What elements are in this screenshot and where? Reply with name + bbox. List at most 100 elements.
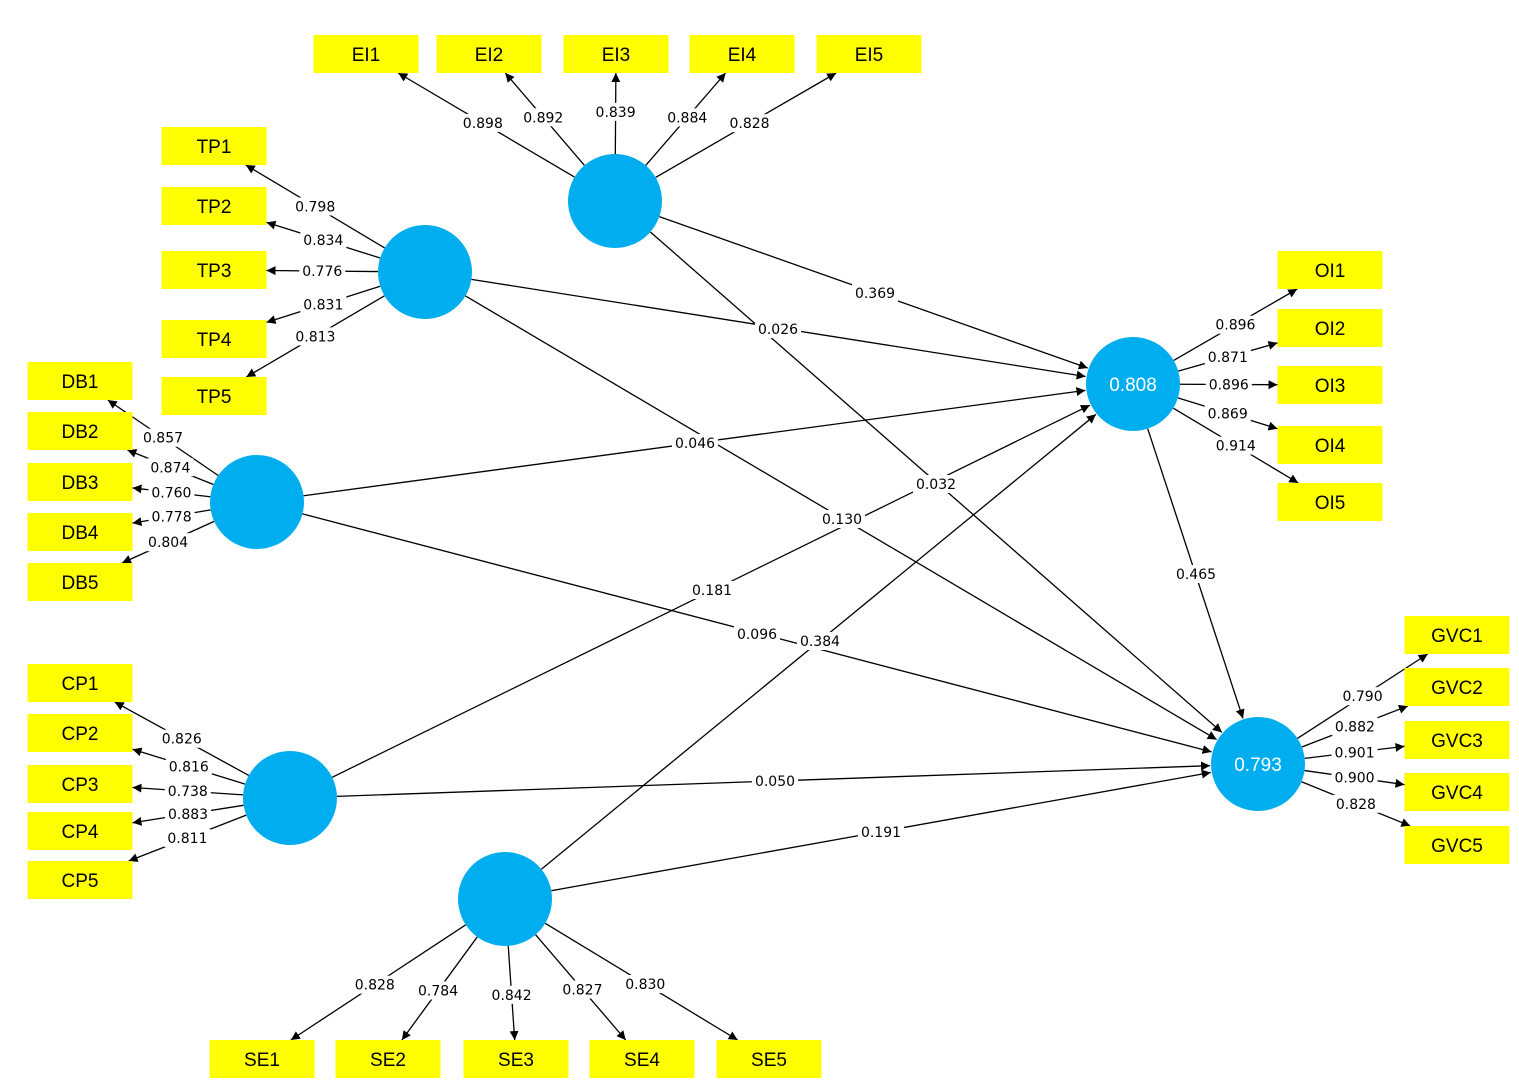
path-coef-oi-gvc: 0.465	[1176, 567, 1216, 583]
indicator-se2[interactable]: SE2	[335, 1040, 441, 1078]
loading-gvc5-bg	[1332, 794, 1379, 813]
indicator-db4[interactable]: DB4	[27, 513, 133, 551]
r-squared-value: 0.793	[1234, 755, 1282, 776]
path-coef-tp-oi: 0.026	[758, 322, 798, 338]
loading-gvc1-bg	[1339, 687, 1386, 706]
loading-oi3: 0.896	[1209, 377, 1249, 393]
edge-labels-layer: 0.3690.0320.0260.1300.0460.0960.1810.050…	[139, 102, 1386, 1004]
indicator-se4[interactable]: SE4	[589, 1040, 695, 1078]
loading-db5-bg	[145, 533, 192, 552]
indicator-label: SE1	[244, 1050, 280, 1071]
indicator-box	[161, 320, 267, 358]
loading-oi4-bg	[1204, 404, 1251, 423]
indicator-gvc5[interactable]: GVC5	[1404, 826, 1510, 864]
path-coef-se-gvc: 0.191	[861, 825, 901, 841]
loading-cp1: 0.826	[162, 732, 202, 748]
indicator-box	[161, 127, 267, 165]
loading-tp3: 0.776	[302, 264, 342, 280]
latent-se[interactable]	[458, 852, 552, 946]
indicator-oi1[interactable]: OI1	[1277, 251, 1383, 289]
loading-oi1: 0.896	[1215, 318, 1255, 334]
loading-oi2-bg	[1204, 348, 1251, 367]
loading-ei5-bg	[726, 114, 773, 133]
indicator-label: SE4	[624, 1050, 660, 1071]
loading-cp5-bg	[164, 829, 211, 848]
indicator-label: TP4	[197, 330, 232, 351]
indicator-cp4[interactable]: CP4	[27, 812, 133, 850]
indicator-label: CP2	[62, 724, 99, 745]
loading-oi1-bg	[1212, 315, 1259, 334]
latent-circle	[1086, 337, 1180, 431]
indicator-se5[interactable]: SE5	[716, 1040, 822, 1078]
indicator-tp1[interactable]: TP1	[161, 127, 267, 165]
indicator-ei4[interactable]: EI4	[689, 35, 795, 73]
indicator-gvc2[interactable]: GVC2	[1404, 668, 1510, 706]
indicator-box	[1277, 366, 1383, 404]
indicator-tp3[interactable]: TP3	[161, 251, 267, 289]
loading-ei5: 0.828	[729, 116, 769, 132]
indicator-ei5[interactable]: EI5	[816, 35, 922, 73]
indicator-oi5[interactable]: OI5	[1277, 483, 1383, 521]
latent-tp[interactable]	[378, 225, 472, 319]
indicator-label: SE3	[498, 1050, 534, 1071]
latent-oi[interactable]: 0.808	[1086, 337, 1180, 431]
indicator-oi4[interactable]: OI4	[1277, 426, 1383, 464]
loading-tp1-bg	[292, 197, 339, 216]
indicator-tp5[interactable]: TP5	[161, 377, 267, 415]
indicator-db5[interactable]: DB5	[27, 563, 133, 601]
indicator-oi3[interactable]: OI3	[1277, 366, 1383, 404]
indicator-db3[interactable]: DB3	[27, 463, 133, 501]
path-coef-tp-gvc-bg	[819, 510, 865, 528]
indicator-se3[interactable]: SE3	[463, 1040, 569, 1078]
indicator-cp1[interactable]: CP1	[27, 664, 133, 702]
loading-ei4: 0.884	[667, 110, 707, 126]
r-squared-value: 0.808	[1109, 375, 1157, 396]
indicator-gvc3[interactable]: GVC3	[1404, 721, 1510, 759]
loading-tp1: 0.798	[295, 199, 335, 215]
latent-gvc[interactable]: 0.793	[1211, 717, 1305, 811]
loading-gvc3: 0.901	[1335, 745, 1375, 761]
indicator-label: EI2	[475, 45, 504, 66]
indicator-tp2[interactable]: TP2	[161, 187, 267, 225]
latent-cp[interactable]	[243, 751, 337, 845]
loading-oi3-bg	[1205, 375, 1252, 394]
indicator-box	[27, 362, 133, 400]
loading-se4: 0.827	[562, 982, 602, 998]
loading-gvc4: 0.900	[1334, 771, 1374, 787]
indicator-box	[1277, 251, 1383, 289]
indicator-ei3[interactable]: EI3	[563, 35, 669, 73]
indicator-oi2[interactable]: OI2	[1277, 309, 1383, 347]
indicator-se1[interactable]: SE1	[209, 1040, 315, 1078]
indicator-db1[interactable]: DB1	[27, 362, 133, 400]
loading-se3-bg	[488, 985, 535, 1004]
loading-cp3-bg	[164, 782, 211, 801]
indicator-label: OI2	[1315, 319, 1346, 340]
indicator-box	[27, 861, 133, 899]
indicator-label: OI4	[1315, 436, 1346, 457]
indicator-gvc1[interactable]: GVC1	[1404, 616, 1510, 654]
indicator-label: SE2	[370, 1050, 406, 1071]
latent-ei[interactable]	[568, 154, 662, 248]
indicator-ei2[interactable]: EI2	[436, 35, 542, 73]
loading-ei1-bg	[459, 113, 506, 132]
loading-cp5: 0.811	[167, 831, 207, 847]
indicator-label: DB4	[62, 523, 99, 544]
path-coef-db-oi-bg	[672, 434, 718, 452]
loading-gvc4-bg	[1331, 768, 1378, 787]
indicator-cp3[interactable]: CP3	[27, 765, 133, 803]
indicator-label: TP2	[197, 197, 232, 218]
latent-circle	[568, 154, 662, 248]
indicator-cp2[interactable]: CP2	[27, 714, 133, 752]
loading-tp2-bg	[300, 231, 347, 250]
latent-db[interactable]	[210, 455, 304, 549]
indicator-gvc4[interactable]: GVC4	[1404, 773, 1510, 811]
indicator-box	[27, 714, 133, 752]
loading-se3: 0.842	[492, 988, 532, 1004]
indicator-cp5[interactable]: CP5	[27, 861, 133, 899]
loading-gvc2: 0.882	[1335, 720, 1375, 736]
loading-se1: 0.828	[355, 978, 395, 994]
indicator-db2[interactable]: DB2	[27, 412, 133, 450]
indicator-tp4[interactable]: TP4	[161, 320, 267, 358]
indicator-label: CP1	[62, 674, 99, 695]
indicator-ei1[interactable]: EI1	[313, 35, 419, 73]
